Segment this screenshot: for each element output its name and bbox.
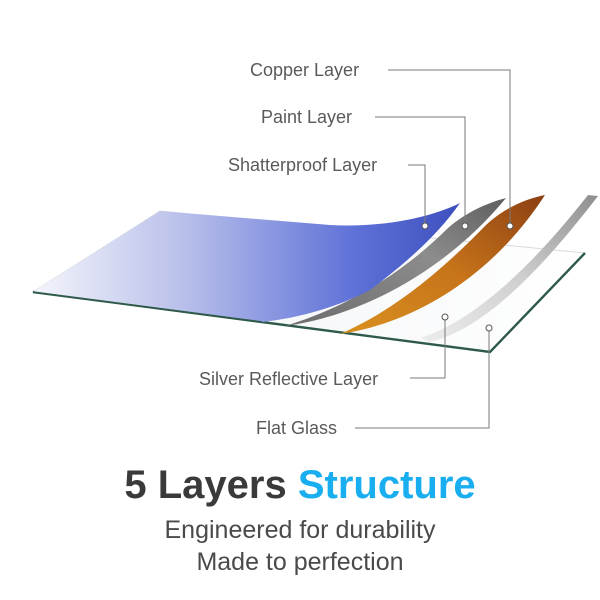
copper-callout-dot (506, 222, 514, 230)
paint-callout-dot (461, 222, 469, 230)
silver-layer-leader (410, 317, 446, 379)
shatterproof-layer-label: Shatterproof Layer (228, 155, 377, 175)
headline-count: 5 Layers (124, 463, 287, 507)
tagline-line-2: Made to perfection (196, 548, 404, 576)
copper-layer-label: Copper Layer (250, 60, 359, 80)
silver-callout-dot (441, 313, 449, 321)
flat-glass-leader (355, 328, 490, 429)
headline-accent: Structure (297, 463, 476, 507)
headline: 5 Layers Structure (0, 463, 600, 508)
flat-glass-label: Flat Glass (256, 418, 337, 438)
copper-layer (340, 195, 545, 334)
copper-layer-leader (388, 69, 511, 226)
paint-layer-label: Paint Layer (261, 107, 352, 127)
paint-layer (285, 198, 506, 326)
glass-callout-dot (485, 324, 493, 332)
silver-reflective-layer (420, 195, 598, 342)
paint-layer-leader (375, 116, 466, 226)
shatterproof-layer (33, 203, 460, 322)
shatterproof-callout-dot (421, 222, 429, 230)
silver-reflective-layer-label: Silver Reflective Layer (199, 369, 378, 389)
shatterproof-layer-leader (408, 164, 426, 226)
tagline-line-1: Engineered for durability (164, 516, 436, 544)
glass-edge-line (32, 291, 263, 323)
